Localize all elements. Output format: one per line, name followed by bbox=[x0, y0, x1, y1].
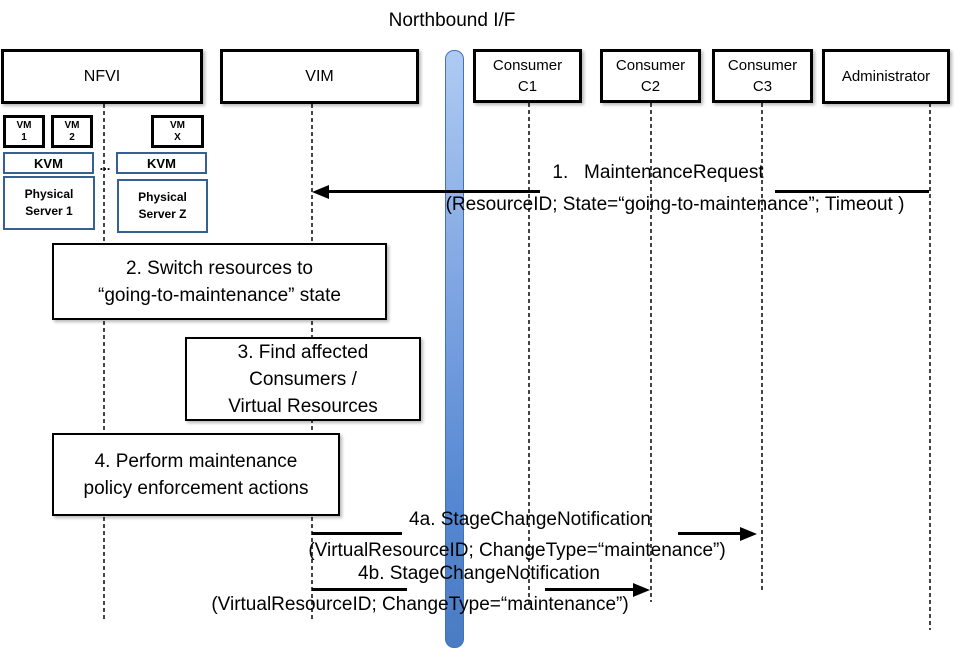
actor-consumer-c2: Consumer C2 bbox=[600, 49, 701, 103]
vm1-box: VM 1 bbox=[3, 115, 45, 148]
actor-nfvi: NFVI bbox=[1, 49, 203, 104]
actor-consumer-c1: Consumer C1 bbox=[473, 49, 582, 103]
arrow-line-4b-right bbox=[545, 588, 635, 591]
actor-vim: VIM bbox=[220, 49, 419, 104]
arrow-head-maintenance-request bbox=[312, 185, 329, 199]
arrow-head-4a bbox=[740, 527, 757, 541]
actor-consumer-c3: Consumer C3 bbox=[712, 49, 813, 103]
lifeline-administrator bbox=[929, 103, 931, 630]
step-2-box: 2. Switch resources to “going-to-mainten… bbox=[52, 243, 387, 320]
arrow-line-4b-left bbox=[312, 588, 407, 591]
northbound-interface-bar bbox=[445, 50, 464, 648]
arrow-line-maintenance-request-left bbox=[325, 190, 540, 193]
diagram-title: Northbound I/F bbox=[388, 10, 516, 31]
step-3-box: 3. Find affected Consumers / Virtual Res… bbox=[185, 337, 421, 421]
vm2-box: VM 2 bbox=[51, 115, 93, 148]
arrow-line-4a-left bbox=[312, 532, 402, 535]
physical-server-z-box: Physical Server Z bbox=[117, 179, 208, 233]
message-4a-name: 4a. StageChangeNotification bbox=[409, 509, 651, 530]
message-4b-params: (VirtualResourceID; ChangeType=“maintena… bbox=[211, 594, 629, 615]
vmx-box: VM X bbox=[151, 115, 204, 148]
message-4a-params: (VirtualResourceID; ChangeType=“maintena… bbox=[308, 540, 726, 561]
lifeline-consumer-c2 bbox=[650, 103, 652, 602]
lifeline-nfvi bbox=[103, 104, 105, 622]
step-4-box: 4. Perform maintenance policy enforcemen… bbox=[52, 433, 340, 516]
actor-administrator: Administrator bbox=[822, 49, 950, 104]
physical-server-1-box: Physical Server 1 bbox=[3, 176, 95, 230]
arrow-line-4a-right bbox=[678, 532, 742, 535]
lifeline-consumer-c1 bbox=[528, 103, 530, 607]
kvm1-box: KVM bbox=[3, 152, 94, 174]
arrow-line-maintenance-request-right bbox=[775, 190, 929, 193]
message-4b-name: 4b. StageChangeNotification bbox=[358, 563, 600, 584]
ellipsis-dots: ... bbox=[99, 157, 111, 173]
kvm2-box: KVM bbox=[116, 152, 207, 174]
message-1-params: (ResourceID; State=“going-to-maintenance… bbox=[445, 194, 905, 215]
message-1-name: 1. MaintenanceRequest bbox=[552, 162, 764, 183]
arrow-head-4b bbox=[633, 583, 650, 597]
lifeline-consumer-c3 bbox=[761, 103, 763, 592]
